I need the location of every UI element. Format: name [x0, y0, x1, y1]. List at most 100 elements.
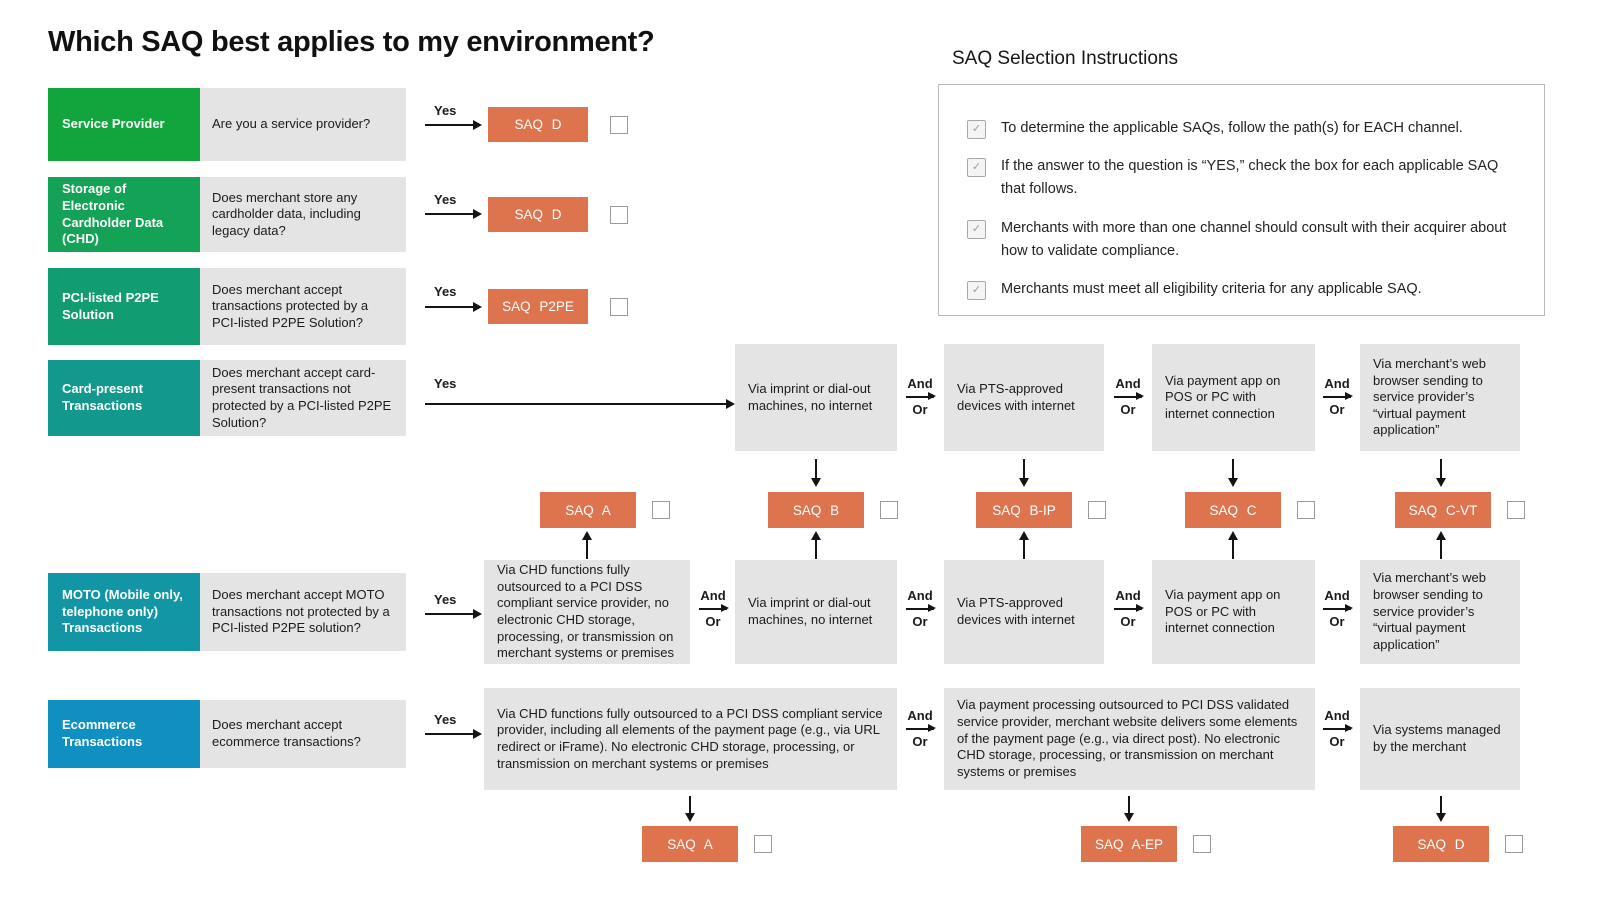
or-label: Or	[705, 613, 721, 629]
or-label: Or	[912, 401, 928, 417]
arrow-right-icon	[906, 391, 936, 400]
arrow-right-icon	[906, 603, 936, 612]
arrow-down-icon	[810, 459, 821, 487]
or-label: Or	[1329, 613, 1345, 629]
path-box-moto-payment-app: Via payment app on POS or PC with intern…	[1152, 560, 1315, 664]
yes-label: Yes	[434, 712, 457, 727]
instruction-item: ✓ Merchants must meet all eligibility cr…	[967, 278, 1516, 301]
path-box-moto-imprint: Via imprint or dial-out machines, no int…	[735, 560, 897, 664]
saq-d-checkbox[interactable]	[610, 206, 628, 224]
path-box-ecom-direct-post: Via payment processing outsourced to PCI…	[944, 688, 1315, 790]
yes-label: Yes	[434, 284, 457, 299]
and-label: And	[907, 376, 933, 391]
and-label: And	[700, 588, 726, 603]
channel-label-card-present: Card-present Transactions	[48, 360, 200, 436]
question-card-present: Does merchant accept card-present transa…	[200, 360, 406, 436]
or-label: Or	[1329, 401, 1345, 417]
and-or-connector: And Or	[1315, 376, 1359, 417]
yes-label: Yes	[434, 192, 457, 207]
yes-label: Yes	[434, 103, 457, 118]
saq-a-ep-checkbox[interactable]	[1193, 835, 1211, 853]
and-label: And	[1324, 708, 1350, 723]
arrow-up-icon	[1227, 531, 1238, 559]
check-icon: ✓	[971, 123, 982, 135]
instruction-text: Merchants must meet all eligibility crit…	[1001, 280, 1422, 297]
arrow-right-icon	[425, 119, 482, 130]
saq-p2pe-checkbox[interactable]	[610, 298, 628, 316]
path-box-cp-payment-app: Via payment app on POS or PC with intern…	[1152, 344, 1315, 451]
and-or-connector: And Or	[898, 376, 942, 417]
or-label: Or	[1120, 613, 1136, 629]
saq-d-checkbox[interactable]	[610, 116, 628, 134]
and-or-connector: And Or	[1106, 376, 1150, 417]
saq-c-checkbox[interactable]	[1297, 501, 1315, 519]
checkbox-checked-icon[interactable]: ✓	[967, 219, 986, 239]
arrow-right-icon	[1323, 723, 1353, 732]
saq-d-box: SAQ D	[488, 197, 588, 232]
instruction-item: ✓ If the answer to the question is “YES,…	[967, 155, 1516, 201]
arrow-up-icon	[581, 531, 592, 559]
arrow-right-icon	[1114, 391, 1144, 400]
path-box-cp-imprint: Via imprint or dial-out machines, no int…	[735, 344, 897, 451]
or-label: Or	[912, 613, 928, 629]
or-label: Or	[1329, 733, 1345, 749]
question-service-provider: Are you a service provider?	[200, 88, 406, 161]
and-label: And	[1115, 588, 1141, 603]
and-label: And	[907, 588, 933, 603]
channel-label-p2pe: PCI-listed P2PE Solution	[48, 268, 200, 345]
channel-label-moto: MOTO (Mobile only, telephone only) Trans…	[48, 573, 200, 651]
checkbox-checked-icon[interactable]: ✓	[967, 120, 986, 139]
saq-b-checkbox[interactable]	[880, 501, 898, 519]
saq-d-bottom-box: SAQ D	[1393, 826, 1489, 862]
saq-p2pe-box: SAQ P2PE	[488, 289, 588, 324]
yes-label: Yes	[434, 592, 457, 607]
or-label: Or	[1120, 401, 1136, 417]
saq-a-ep-box: SAQ A-EP	[1081, 826, 1177, 862]
channel-label-ecommerce: Ecommerce Transactions	[48, 700, 200, 768]
arrow-right-icon	[425, 301, 482, 312]
instruction-text: To determine the applicable SAQs, follow…	[1001, 120, 1463, 136]
saq-d-bottom-checkbox[interactable]	[1505, 835, 1523, 853]
saq-a-bottom-checkbox[interactable]	[754, 835, 772, 853]
arrow-right-icon	[699, 603, 729, 612]
checkbox-checked-icon[interactable]: ✓	[967, 158, 986, 178]
channel-label-service-provider: Service Provider	[48, 88, 200, 161]
and-or-connector: And Or	[1315, 708, 1359, 749]
arrow-down-icon	[1018, 459, 1029, 487]
arrow-right-icon	[1114, 603, 1144, 612]
arrow-down-icon	[684, 796, 695, 822]
arrow-right-icon	[425, 608, 482, 619]
saq-c-vt-checkbox[interactable]	[1507, 501, 1525, 519]
and-or-connector: And Or	[898, 588, 942, 629]
saq-b-ip-checkbox[interactable]	[1088, 501, 1106, 519]
arrow-right-icon	[425, 208, 482, 219]
and-or-connector: And Or	[898, 708, 942, 749]
path-box-ecom-outsourced: Via CHD functions fully outsourced to a …	[484, 688, 897, 790]
instruction-item: ✓ To determine the applicable SAQs, foll…	[967, 117, 1516, 140]
and-label: And	[1324, 376, 1350, 391]
and-label: And	[1115, 376, 1141, 391]
question-moto: Does merchant accept MOTO transactions n…	[200, 573, 406, 651]
channel-label-storage-chd: Storage of Electronic Cardholder Data (C…	[48, 177, 200, 252]
saq-a-bottom-box: SAQ A	[642, 826, 738, 862]
arrow-up-icon	[1435, 531, 1446, 559]
and-label: And	[1324, 588, 1350, 603]
question-p2pe: Does merchant accept transactions protec…	[200, 268, 406, 345]
instructions-panel: ✓ To determine the applicable SAQs, foll…	[938, 84, 1545, 316]
arrow-down-icon	[1227, 459, 1238, 487]
arrow-right-icon	[1323, 603, 1353, 612]
path-box-ecom-merchant-systems: Via systems managed by the merchant	[1360, 688, 1520, 790]
arrow-right-icon	[425, 728, 482, 739]
and-label: And	[907, 708, 933, 723]
saq-a-checkbox[interactable]	[652, 501, 670, 519]
arrow-down-icon	[1435, 796, 1446, 822]
check-icon: ✓	[971, 222, 982, 235]
page-title: Which SAQ best applies to my environment…	[48, 26, 655, 58]
saq-c-vt-box: SAQ C-VT	[1395, 492, 1491, 528]
question-ecommerce: Does merchant accept ecommerce transacti…	[200, 700, 406, 768]
question-storage-chd: Does merchant store any cardholder data,…	[200, 177, 406, 252]
saq-a-box: SAQ A	[540, 492, 636, 528]
checkbox-checked-icon[interactable]: ✓	[967, 280, 986, 300]
arrow-down-icon	[1123, 796, 1134, 822]
